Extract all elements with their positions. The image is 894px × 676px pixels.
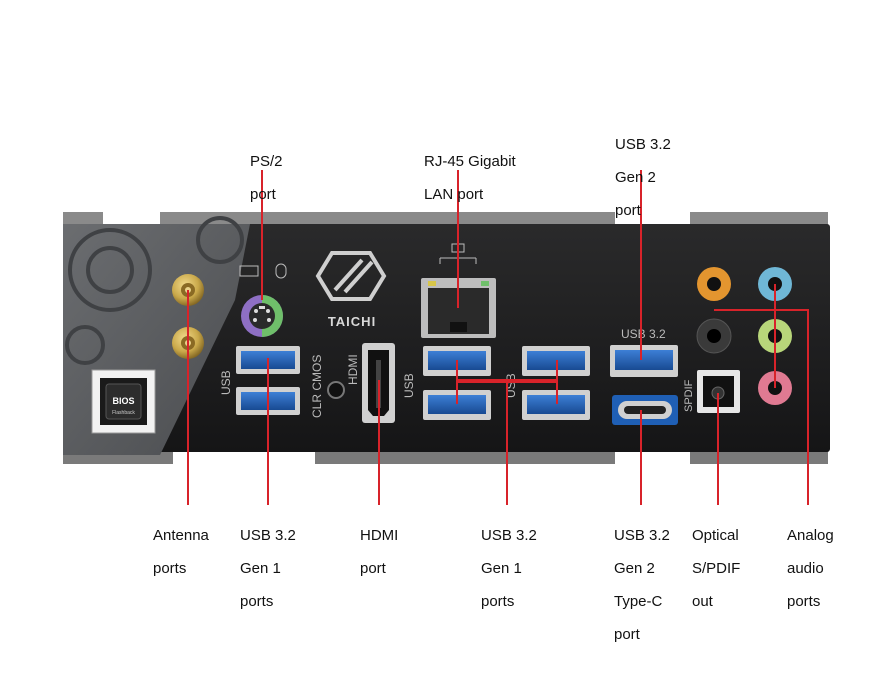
callout-usb-gen1-left: USB 3.2 Gen 1 ports [240, 511, 296, 627]
callout-usb-gen2-top-line: Gen 2 [615, 168, 656, 186]
callout-hdmi-line: port [360, 559, 386, 577]
audio-jack-orange [697, 267, 731, 301]
callout-antenna: Antenna ports [153, 511, 209, 594]
silk-usb-left: USB [219, 370, 233, 395]
callout-spdif-line: Optical [692, 526, 739, 544]
callout-spdif: Optical S/PDIF out [692, 511, 740, 627]
usb-gen2-port [610, 345, 678, 377]
clr-cmos-button [327, 381, 345, 399]
callout-usb-typec-line: port [614, 625, 640, 643]
callout-usb-typec: USB 3.2 Gen 2 Type-C port [614, 511, 670, 660]
callout-ps2-line: port [250, 185, 276, 203]
callout-usb-gen1-mid-line: USB 3.2 [481, 526, 537, 544]
callout-antenna-line: ports [153, 559, 187, 577]
callout-audio-line: audio [787, 559, 824, 577]
callout-hdmi: HDMI port [360, 511, 398, 594]
callout-usb-gen2-top-line: USB 3.2 [615, 135, 671, 153]
callout-usb-typec-line: Type-C [614, 592, 663, 610]
optical-spdif-port [697, 370, 740, 413]
usb-typec-port [612, 395, 678, 425]
callout-rj45-line: RJ-45 Gigabit [424, 152, 516, 170]
silk-spdif: SPDIF [683, 379, 695, 412]
callout-hdmi-line: HDMI [360, 526, 399, 544]
callout-usb-gen1-mid-line: Gen 1 [481, 559, 522, 577]
callout-usb-gen1-mid: USB 3.2 Gen 1 ports [481, 511, 537, 627]
ps2-port [241, 295, 283, 337]
taichi-logo-icon [315, 251, 387, 301]
silk-usb32: USB 3.2 [621, 327, 666, 341]
usb-port-mid-bottom [423, 390, 491, 420]
bios-flashback-button [91, 369, 156, 434]
callout-usb-gen1-left-line: USB 3.2 [240, 526, 296, 544]
callout-ps2-line: PS/2 [250, 152, 283, 170]
callout-spdif-line: S/PDIF [692, 559, 741, 577]
callout-usb-gen2-top-line: port [615, 201, 641, 219]
keyboard-mouse-icon [239, 263, 287, 279]
bios-button-sublabel: Flashback [112, 410, 135, 416]
callout-usb-gen1-mid-line: ports [481, 592, 515, 610]
callout-ps2: PS/2 port [250, 137, 283, 220]
audio-jack-black [696, 318, 732, 354]
callout-audio: Analog audio ports [787, 511, 834, 627]
callout-leader-lines [187, 170, 809, 505]
callout-antenna-line: Antenna [153, 526, 209, 544]
callout-usb-gen2-top: USB 3.2 Gen 2 port [615, 120, 671, 236]
leader-audio [714, 309, 809, 505]
silk-hdmi: HDMI [346, 354, 360, 385]
silk-clr-cmos: CLR CMOS [310, 355, 324, 418]
callout-rj45: RJ-45 Gigabit LAN port [424, 137, 516, 220]
callout-audio-line: Analog [787, 526, 834, 544]
gear-decoration [65, 216, 244, 365]
callout-rj45-line: LAN port [424, 185, 484, 203]
callout-audio-line: ports [787, 592, 821, 610]
callout-usb-gen1-left-line: ports [240, 592, 274, 610]
silk-usb-mid: USB [402, 373, 416, 398]
callout-usb-gen1-left-line: Gen 1 [240, 559, 281, 577]
usb-port-right-bottom [522, 390, 590, 420]
taichi-brand-text: TAICHI [328, 314, 376, 329]
shield-bottom-tabs [63, 450, 828, 464]
bios-button-label: BIOS [112, 396, 134, 406]
callout-spdif-line: out [692, 592, 713, 610]
callout-usb-typec-line: USB 3.2 [614, 526, 670, 544]
callout-usb-typec-line: Gen 2 [614, 559, 655, 577]
